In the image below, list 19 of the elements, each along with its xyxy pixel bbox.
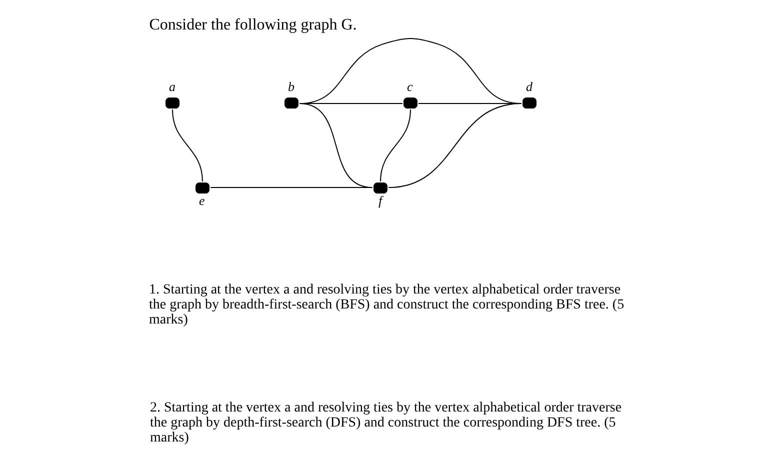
- node-box: [284, 98, 298, 109]
- node-label: f: [378, 192, 382, 208]
- node-box: [166, 98, 180, 109]
- connector: [388, 103, 522, 188]
- node-label: c: [407, 78, 413, 94]
- node-box: [522, 98, 536, 109]
- connector: [172, 109, 203, 182]
- connector: [210, 187, 373, 188]
- label: 1. Starting at the vertex a and resolving ties by the vertex alphabetical order traverse the graph by breadth-first-search (BFS) and construct the corresponding BFS tree. (5 marks): [149, 282, 624, 328]
- node-box: [404, 98, 418, 109]
- node-label: b: [288, 78, 294, 94]
- label: 2. Starting at the vertex a and resolving ties by the vertex alphabetical order traverse the graph by depth-first-search (DFS) and construct the corresponding DFS tree. (5 marks): [150, 400, 622, 446]
- node-label: e: [199, 192, 205, 208]
- node-box: [374, 182, 388, 194]
- diagram-title: Consider the following graph G.: [149, 16, 357, 34]
- connector: [380, 109, 411, 182]
- node-label: d: [526, 78, 532, 94]
- node-box: [196, 182, 210, 194]
- node-label: a: [169, 78, 176, 94]
